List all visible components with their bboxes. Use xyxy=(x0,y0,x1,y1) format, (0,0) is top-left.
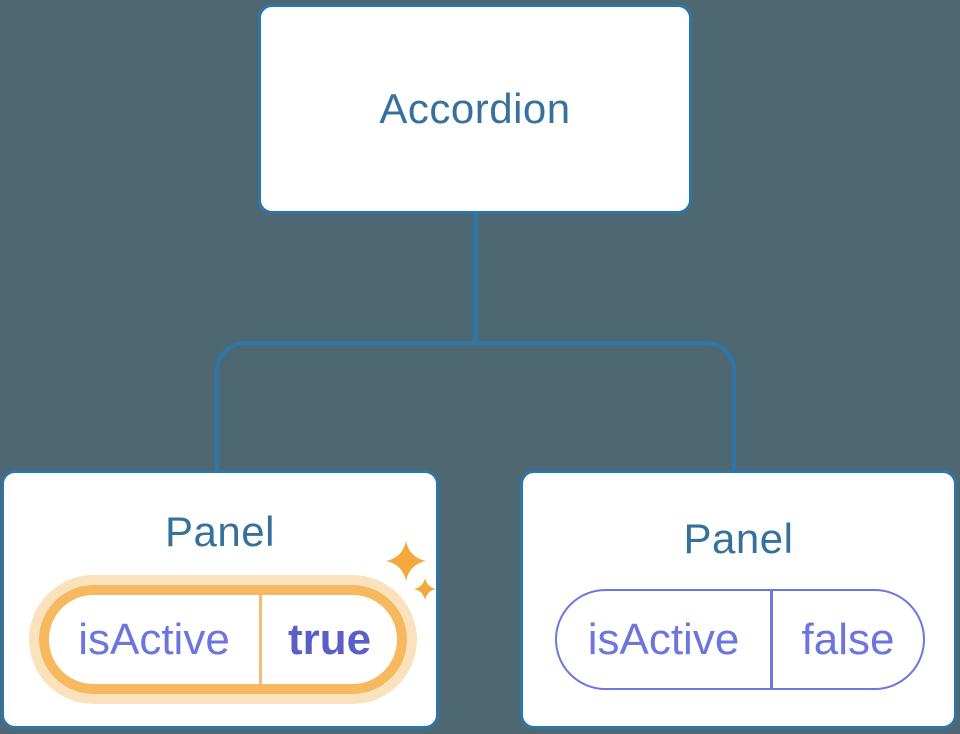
state-pill-inactive: isActive false xyxy=(555,589,925,690)
accordion-node-label: Accordion xyxy=(379,85,571,132)
panel-title: Panel xyxy=(683,515,794,562)
panel-node-inactive: Panel isActive false xyxy=(520,470,957,729)
state-value: true xyxy=(287,614,372,664)
connector-trunk-line xyxy=(473,214,478,345)
sparkles-icon xyxy=(386,541,436,600)
pill-divider xyxy=(770,591,773,688)
connector-branch-lines xyxy=(215,341,736,470)
state-value: false xyxy=(801,614,895,664)
state-name: isActive xyxy=(78,614,230,664)
panel-title: Panel xyxy=(165,508,275,555)
pill-divider xyxy=(259,595,262,684)
panel-node-active: Panel isActive true xyxy=(1,470,439,729)
accordion-node: Accordion xyxy=(258,4,692,214)
state-pill-active: isActive true xyxy=(39,585,407,694)
state-name: isActive xyxy=(587,614,740,664)
